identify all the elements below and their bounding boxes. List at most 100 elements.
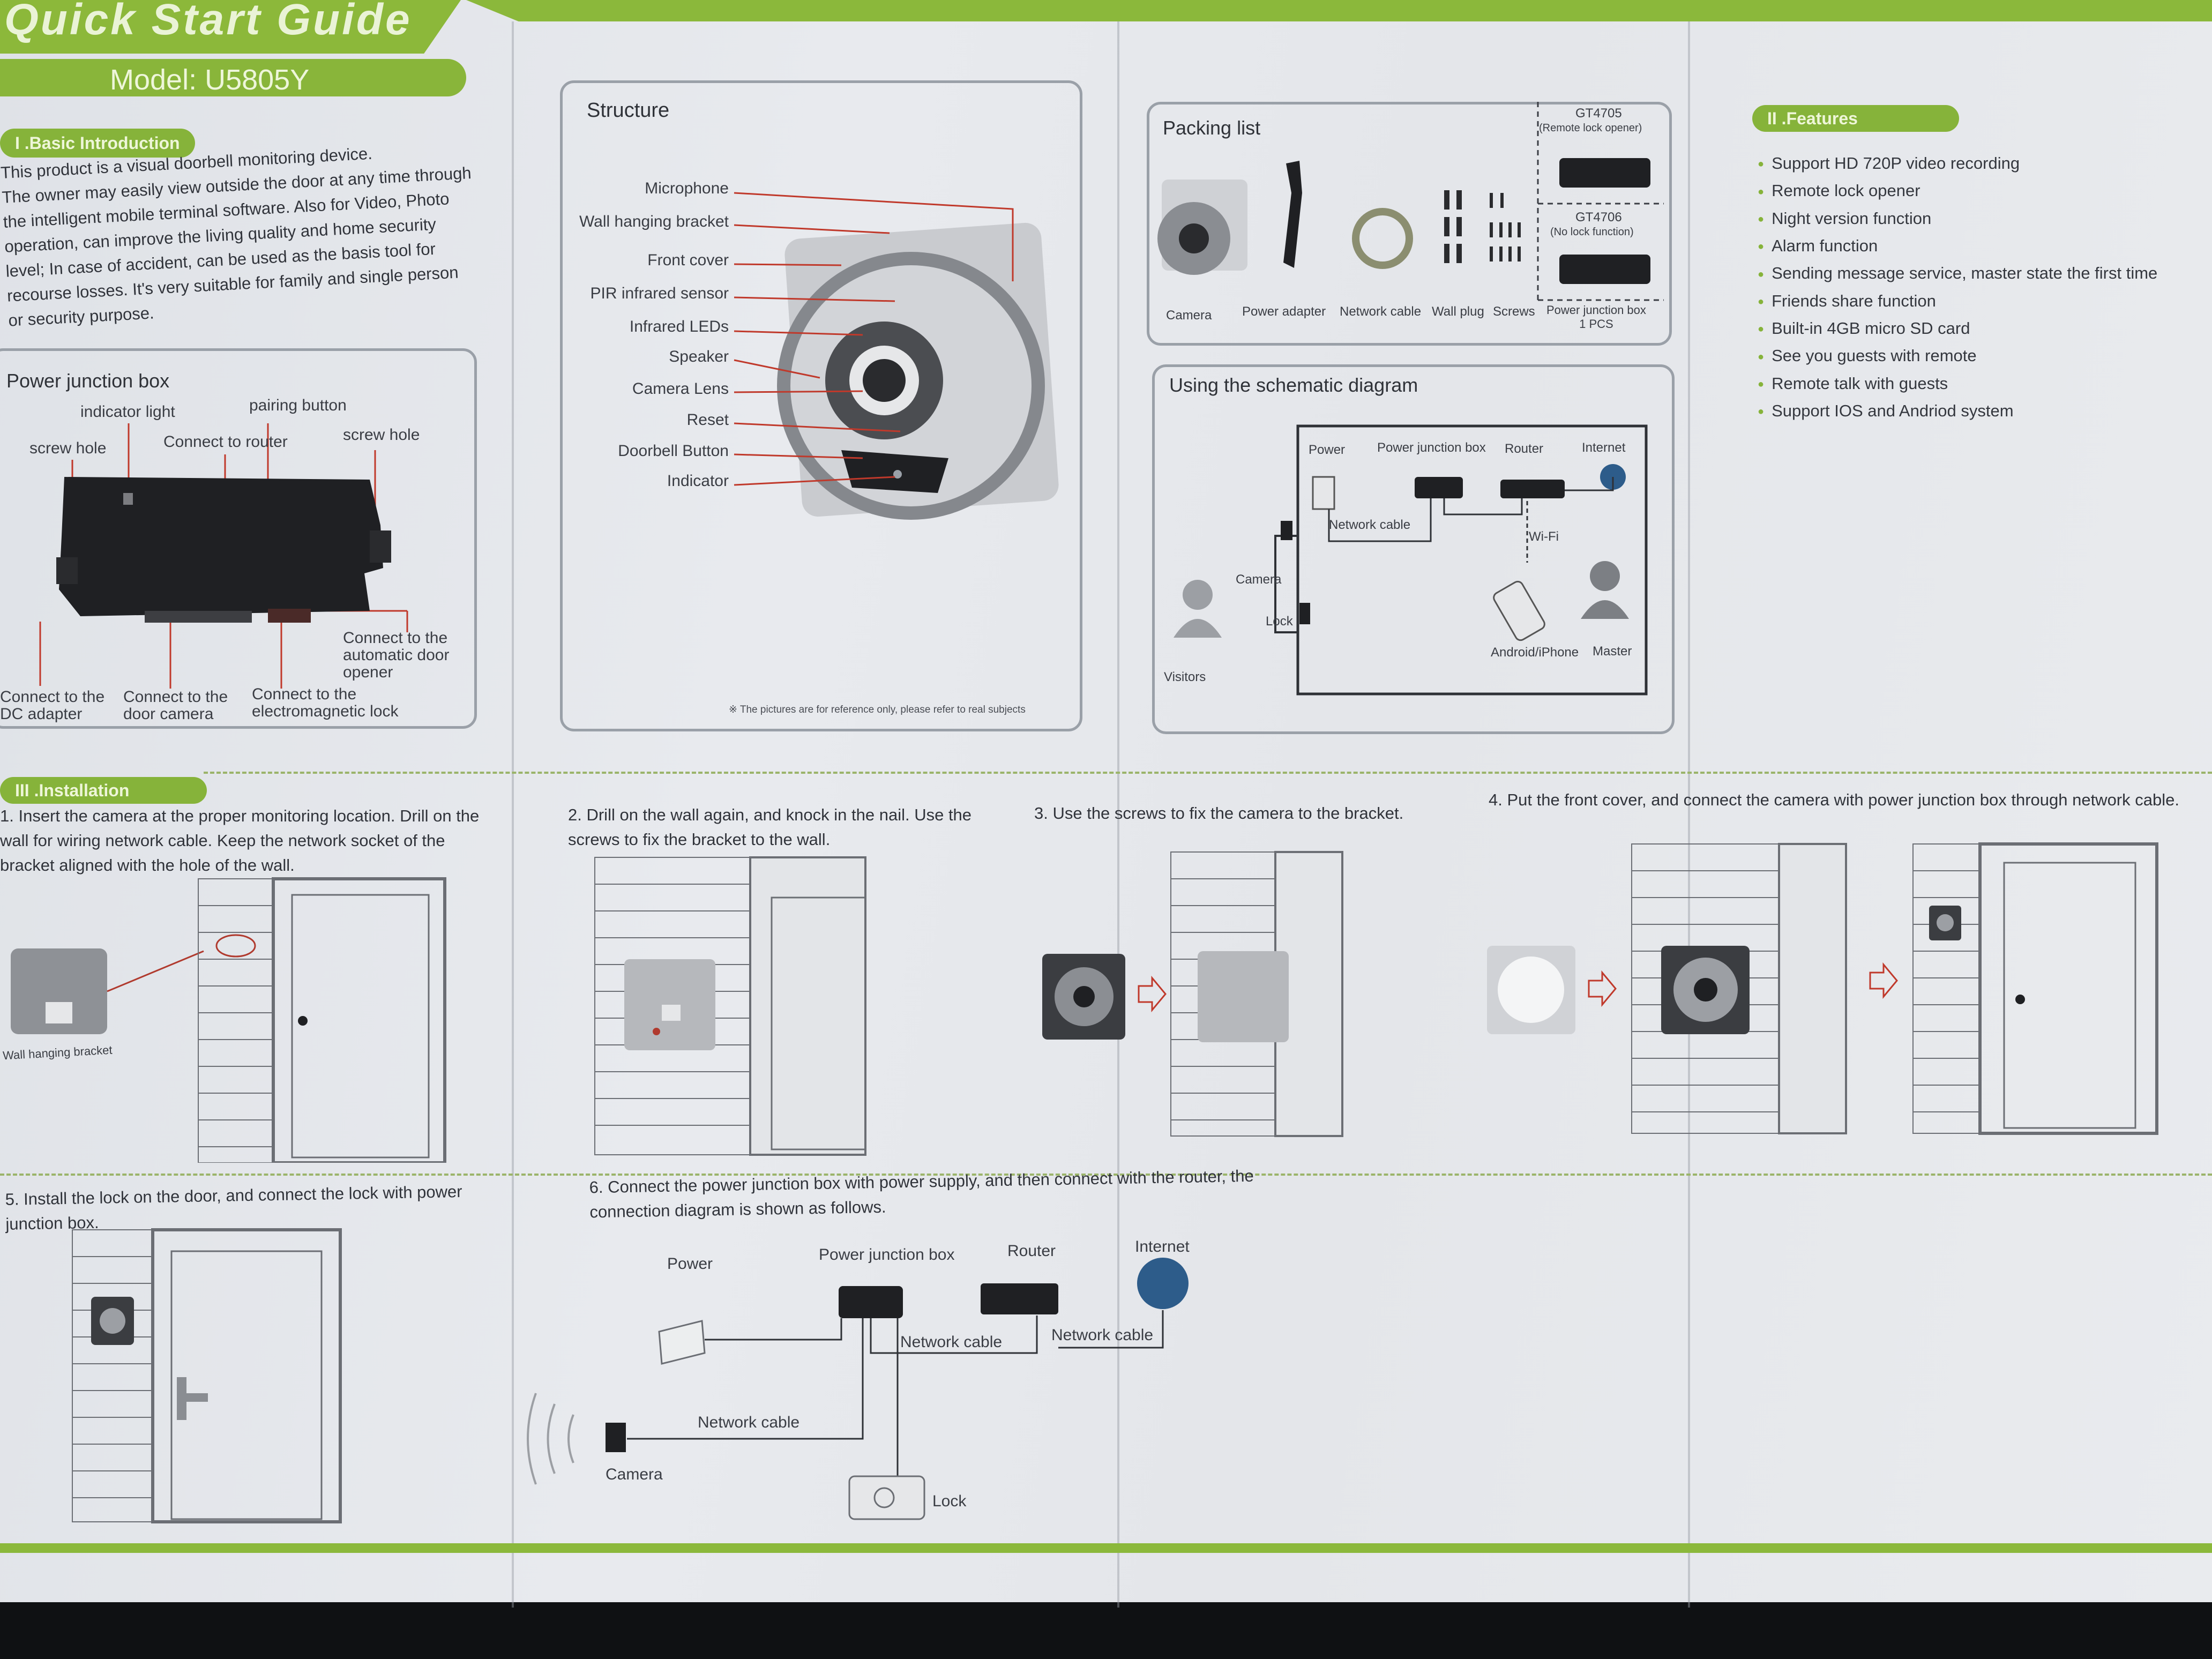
packing-list-panel	[1147, 102, 1672, 346]
schematic-lock: Lock	[1266, 614, 1293, 629]
diagram-network-cable-1: Network cable	[900, 1333, 1003, 1351]
schematic-master: Master	[1593, 644, 1632, 659]
packing-item-screws: Screws	[1493, 304, 1535, 319]
packing-title: Packing list	[1163, 117, 1261, 139]
install-step-2-illustration	[594, 856, 866, 1156]
structure-panel	[560, 80, 1082, 731]
structure-part-label: Camera Lens	[632, 380, 729, 398]
packing-item-camera: Camera	[1166, 308, 1212, 323]
packing-item-pjb: Power junction box 1 PCS	[1546, 303, 1646, 331]
pjb-label-screw-right: screw hole	[343, 426, 420, 444]
schematic-diagram	[1174, 424, 1648, 696]
schematic-router: Router	[1505, 442, 1544, 456]
feature-item: Remote talk with guests	[1758, 370, 2157, 398]
diagram-network-cable-2: Network cable	[1051, 1326, 1154, 1344]
gt4706-desc: (No lock function)	[1550, 226, 1634, 238]
fold-line	[1117, 21, 1119, 1608]
install-step-4: 4. Put the front cover, and connect the …	[1489, 790, 2179, 809]
packing-item-wallplug: Wall plug	[1432, 304, 1484, 319]
structure-part-label: Infrared LEDs	[629, 318, 729, 335]
feature-item: See you guests with remote	[1758, 342, 2157, 370]
pjb-label-router: Connect to router	[163, 433, 288, 451]
structure-part-label: Doorbell Button	[618, 442, 729, 460]
fold-line	[1688, 21, 1690, 1608]
pjb-label-opener: Connect to the automatic door opener	[343, 629, 450, 681]
schematic-phone: Android/iPhone	[1491, 645, 1579, 660]
schematic-power: Power	[1309, 443, 1346, 457]
basic-intro-heading: I .Basic Introduction	[0, 129, 195, 158]
feature-item: Friends share function	[1758, 288, 2157, 315]
pjb-label-camera: Connect to the door camera	[123, 688, 228, 723]
structure-note: ※ The pictures are for reference only, p…	[729, 704, 1026, 715]
pjb-illustration	[39, 423, 408, 689]
feature-item: Remote lock opener	[1758, 177, 2157, 205]
pjb-label-pairing: pairing button	[249, 397, 347, 414]
schematic-visitors: Visitors	[1164, 670, 1206, 684]
install-step-3: 3. Use the screws to fix the camera to t…	[1034, 804, 1404, 823]
install-step-3-illustration	[1042, 851, 1343, 1137]
install-step-1: 1. Insert the camera at the proper monit…	[0, 806, 480, 875]
structure-title: Structure	[587, 99, 670, 122]
feature-item: Built-in 4GB micro SD card	[1758, 315, 2157, 342]
install-step-4-illustration	[1487, 842, 2158, 1135]
schematic-camera: Camera	[1236, 572, 1282, 587]
table-surface	[0, 1602, 2212, 1659]
schematic-pjb: Power junction box	[1377, 440, 1486, 455]
structure-part-label: PIR infrared sensor	[590, 285, 729, 302]
pjb-title: Power junction box	[6, 370, 170, 392]
guide-title: Quick Start Guide	[4, 0, 412, 44]
doorbell-illustration	[734, 192, 1059, 520]
gt4705-desc: (Remote lock opener)	[1539, 122, 1642, 134]
feature-item: Night version function	[1758, 205, 2157, 233]
features-list: Support HD 720P video recording Remote l…	[1758, 150, 2157, 425]
diagram-pjb: Power junction box	[819, 1246, 955, 1264]
gt4705-label: GT4705	[1575, 106, 1622, 121]
connection-diagram	[527, 1258, 1189, 1520]
packing-item-adapter: Power adapter	[1242, 304, 1326, 319]
power-junction-box-panel	[0, 348, 477, 729]
packing-items-illustration	[1157, 102, 1664, 301]
basic-intro-text: This product is a visual doorbell monito…	[0, 135, 502, 333]
pjb-label-screw-left: screw hole	[29, 439, 107, 457]
packing-item-cable: Network cable	[1340, 304, 1422, 319]
diagram-router: Router	[1007, 1242, 1056, 1260]
schematic-network-cable: Network cable	[1329, 518, 1411, 532]
diagram-internet: Internet	[1135, 1238, 1190, 1256]
pjb-box-icon	[59, 477, 383, 616]
schematic-internet: Internet	[1582, 440, 1626, 455]
model-pill	[0, 59, 466, 96]
feature-item: Support IOS and Andriod system	[1758, 398, 2157, 425]
fold-line	[512, 21, 514, 1608]
schematic-panel	[1152, 364, 1675, 734]
header-band-right	[466, 0, 2212, 21]
install-step-2: 2. Drill on the wall again, and knock in…	[568, 805, 972, 849]
diagram-network-cable-3: Network cable	[698, 1414, 800, 1431]
structure-part-label: Microphone	[645, 180, 729, 197]
feature-item: Support HD 720P video recording	[1758, 150, 2157, 177]
pjb-label-indicator: indicator light	[80, 403, 175, 421]
feature-item: Alarm function	[1758, 233, 2157, 260]
diagram-lock: Lock	[932, 1492, 967, 1510]
pjb-label-adapter: Connect to the DC adapter	[0, 688, 105, 723]
install-step-5-illustration	[72, 1228, 342, 1523]
structure-label-list: Microphone Wall hanging bracket Front co…	[568, 180, 729, 502]
structure-part-label: Speaker	[669, 348, 729, 365]
pjb-label-lock: Connect to the electromagnetic lock	[252, 685, 399, 720]
installation-heading: III .Installation	[0, 777, 207, 804]
gt4706-label: GT4706	[1575, 210, 1622, 225]
feature-item: Sending message service, master state th…	[1758, 260, 2157, 287]
diagram-power: Power	[667, 1255, 713, 1273]
install-step-1-illustration	[11, 877, 446, 1163]
structure-part-label: Front cover	[647, 251, 729, 269]
fold-dash	[204, 772, 2212, 774]
diagram-camera: Camera	[606, 1466, 663, 1483]
fold-dash	[0, 1174, 2212, 1176]
structure-part-label: Wall hanging bracket	[579, 213, 729, 230]
schematic-wifi: Wi-Fi	[1529, 529, 1559, 544]
features-heading: II .Features	[1752, 105, 1959, 132]
structure-part-label: Indicator	[667, 472, 729, 490]
schematic-title: Using the schematic diagram	[1169, 374, 1418, 396]
footer-band	[0, 1543, 2212, 1553]
structure-part-label: Reset	[686, 411, 729, 429]
header-band	[0, 0, 461, 54]
